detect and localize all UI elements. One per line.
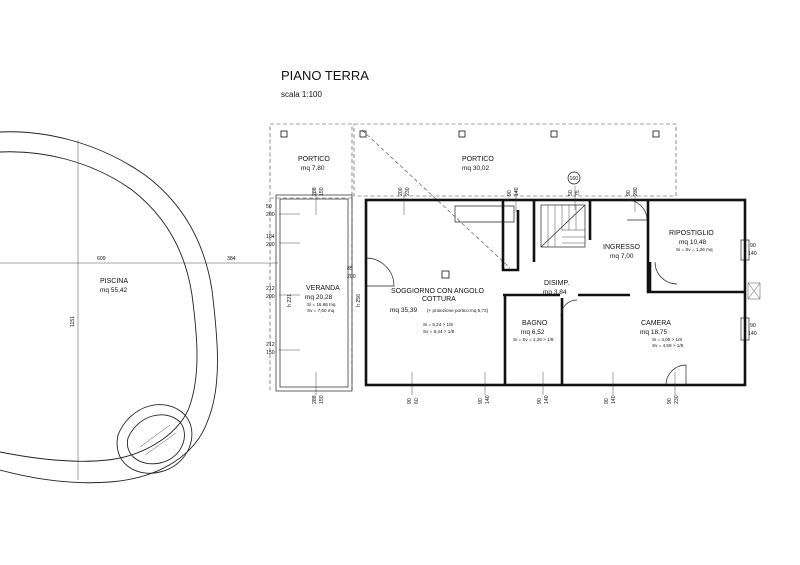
dim-right-1: 90 xyxy=(750,243,756,249)
piscina-label: PISCINA xyxy=(100,278,128,285)
camera-area: mq 18,75 xyxy=(640,329,667,336)
soggiorno-note: (+ proiezione portico mq 5,72) xyxy=(427,308,489,313)
pool-dim-1151: 1151 xyxy=(70,316,76,327)
dimension-lines xyxy=(279,186,676,395)
plan-scale: scala 1:100 xyxy=(281,90,322,99)
dim-bottom-12: 230 xyxy=(674,395,680,404)
portico-main-label: PORTICO xyxy=(462,156,494,163)
veranda-si: Si = 16,66 mq xyxy=(307,302,336,307)
disimp-area: mq 3,84 xyxy=(543,289,567,296)
dim-top-6: 140 xyxy=(514,187,520,196)
dim-top-2: 150 xyxy=(319,187,325,196)
camera-sv: Sv = 4,59 > 1/8 xyxy=(652,343,684,348)
veranda-door-dim-2: 200 xyxy=(347,274,356,280)
portico-posts xyxy=(280,130,660,279)
soggiorno-label-2: COTTURA xyxy=(422,296,456,303)
dim-left-6: 200 xyxy=(266,294,275,300)
veranda-dim-h256: h 256 xyxy=(356,294,362,307)
bagno-si: Si = Sv = 1,26 > 1/8 xyxy=(513,337,554,342)
veranda-sv: Sv = 7,60 mq xyxy=(307,308,335,313)
dim-bottom-9: 90 xyxy=(604,398,610,404)
dim-top-7: 50 xyxy=(568,190,574,196)
veranda-door-dim-1: 85 xyxy=(347,266,353,272)
pool-dim-609: 609 xyxy=(97,256,106,262)
dim-top-1: 288 xyxy=(312,187,318,196)
interior-walls xyxy=(501,200,745,385)
dim-bottom-6: 140 xyxy=(485,395,491,404)
dim-top-9: 90 xyxy=(626,190,632,196)
plan-title: PIANO TERRA xyxy=(281,68,369,83)
dim-left-3: 184 xyxy=(266,234,275,240)
soggiorno-area: mq 35,39 xyxy=(390,307,417,314)
disimp-label: DISIMP. xyxy=(544,280,569,287)
dim-bottom-1: 288 xyxy=(312,395,318,404)
bagno-area: mq 6,52 xyxy=(521,329,545,336)
camera-label: CAMERA xyxy=(641,320,671,327)
veranda-area: mq 20,28 xyxy=(305,294,332,301)
dim-bottom-4: 60 xyxy=(414,398,420,404)
piscina-area: mq 55,42 xyxy=(100,287,127,294)
soggiorno-sv: Sv = 6,44 > 1/8 xyxy=(423,329,455,334)
stair-dim-160: 160 xyxy=(570,176,579,182)
dim-right-2: 140 xyxy=(748,251,757,257)
ingresso-label: INGRESSO xyxy=(603,244,641,251)
portico-left-area: mq 7,80 xyxy=(301,165,325,172)
dim-bottom-7: 90 xyxy=(537,398,543,404)
dim-left-5: 212 xyxy=(266,286,275,292)
staircase xyxy=(540,204,586,248)
dim-bottom-11: 90 xyxy=(667,398,673,404)
bagno-label: BAGNO xyxy=(522,320,548,327)
soggiorno-label-1: SOGGIORNO CON ANGOLO xyxy=(391,288,485,295)
pool-outline xyxy=(0,131,218,484)
door-swings xyxy=(365,199,687,386)
dim-right-3: 90 xyxy=(750,323,756,329)
stair-circle-marker: 160 xyxy=(567,171,581,185)
portico-main-area: mq 30,02 xyxy=(462,165,489,172)
windows xyxy=(740,239,761,341)
dim-bottom-2: 150 xyxy=(319,395,325,404)
ingresso-area: mq 7,00 xyxy=(610,253,634,260)
dim-top-4: 230 xyxy=(405,187,411,196)
portico-left-label: PORTICO xyxy=(298,156,330,163)
kitchen-counter xyxy=(454,205,515,223)
dim-bottom-8: 140 xyxy=(544,395,550,404)
dim-left-8: 150 xyxy=(266,350,275,356)
dim-left-4: 200 xyxy=(266,242,275,248)
dim-bottom-10: 140 xyxy=(611,395,617,404)
dim-bottom-3: 90 xyxy=(407,398,413,404)
pool-dim-384: 384 xyxy=(227,256,236,262)
dim-bottom-5: 90 xyxy=(478,398,484,404)
camera-si: Si = 4,05 > 1/8 xyxy=(652,337,682,342)
ripostiglio-label: RIPOSTIGLIO xyxy=(669,230,714,237)
ripostiglio-si: Si = Sv = 1,26 mq xyxy=(676,247,713,252)
dim-top-3: 200 xyxy=(398,187,404,196)
dim-top-8: 75 xyxy=(575,190,581,196)
dim-right-4: 140 xyxy=(748,331,757,337)
veranda-label: VERANDA xyxy=(306,285,340,292)
dim-top-5: 90 xyxy=(507,190,513,196)
ripostiglio-area: mq 10,48 xyxy=(679,239,706,246)
dim-left-7: 212 xyxy=(266,342,275,348)
soggiorno-si: Si = 5,24 > 1/8 xyxy=(423,322,453,327)
veranda-dim-h221: h 221 xyxy=(287,294,293,307)
dim-left-1: 50 xyxy=(266,204,272,210)
dim-left-2: 200 xyxy=(266,212,275,218)
dim-top-10: 230 xyxy=(633,187,639,196)
